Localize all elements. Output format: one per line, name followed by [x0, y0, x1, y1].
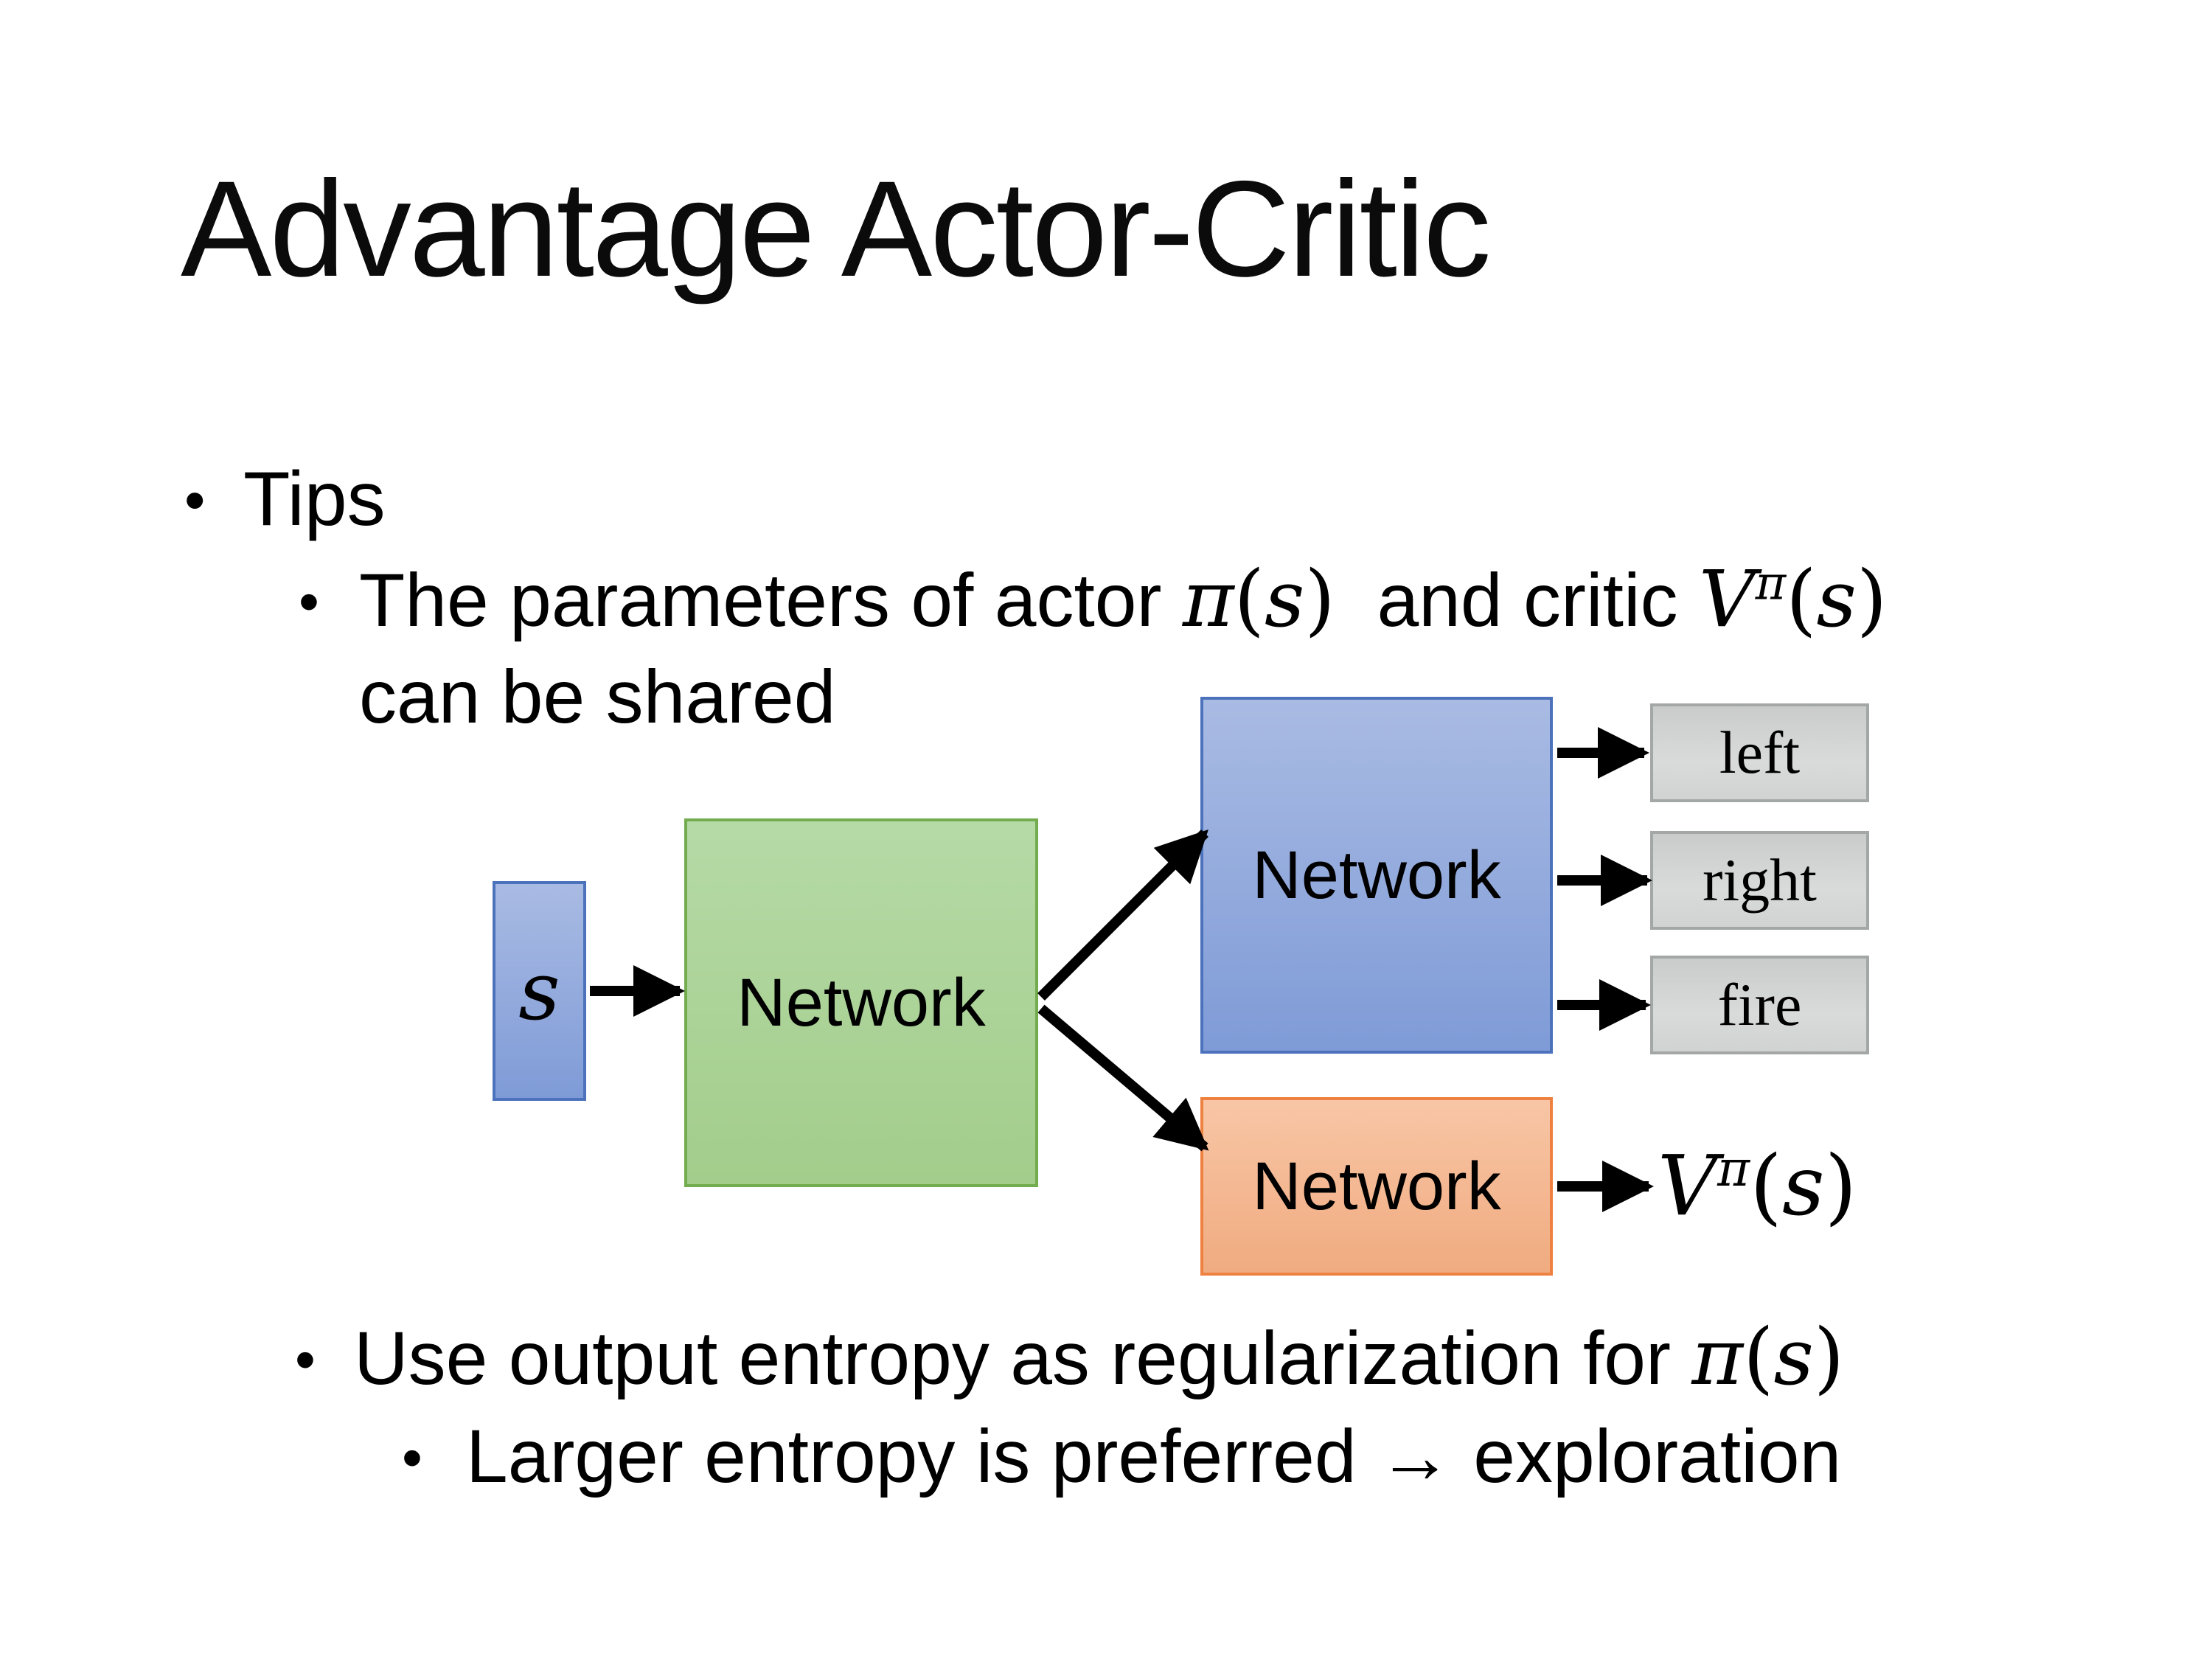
math-pi: π: [1182, 554, 1234, 645]
bullet-tips-text: Tips: [243, 456, 386, 542]
bullet-exploration: • Larger entropy is preferred → explorati…: [402, 1410, 1841, 1504]
math-paren: (: [1743, 1312, 1774, 1403]
math-s: s: [1773, 1312, 1814, 1403]
math-paren: (: [1750, 1138, 1782, 1234]
math-paren: (: [1786, 554, 1817, 645]
math-V: V: [1658, 1138, 1718, 1234]
entropy-text: Use output entropy as regularization for: [354, 1316, 1692, 1400]
actor-network-label: Network: [1252, 837, 1501, 913]
arrow-shared-to-critic: [1037, 1004, 1209, 1152]
slide-title: Advantage Actor-Critic: [181, 153, 1492, 305]
action-box-fire: fire: [1650, 956, 1869, 1054]
math-paren: ): [1304, 554, 1335, 645]
bullet-dot: •: [295, 1326, 316, 1392]
bullet-tips: • Tips: [184, 451, 386, 547]
input-state-box: s: [493, 881, 586, 1101]
bullet-dot: •: [299, 568, 319, 634]
critic-output-value: Vπ(s): [1658, 1137, 1857, 1237]
shared-network-label: Network: [737, 964, 986, 1040]
math-paren: ): [1856, 554, 1888, 645]
math-s: s: [1816, 554, 1857, 645]
bullet-dot: •: [184, 467, 206, 534]
math-V: V: [1698, 554, 1756, 645]
action-box-right: right: [1650, 831, 1869, 930]
critic-network-box: Network: [1200, 1097, 1553, 1276]
math-pi-superscript: π: [1717, 1140, 1750, 1198]
action-label-right: right: [1703, 846, 1817, 914]
bullet-shared-line2: can be shared: [359, 655, 836, 739]
action-label-fire: fire: [1717, 971, 1802, 1038]
actor-network-box: Network: [1200, 697, 1553, 1054]
math-paren: ): [1813, 1312, 1845, 1403]
bullet-dot: •: [402, 1424, 422, 1490]
math-paren: (: [1234, 554, 1265, 645]
math-s: s: [1781, 1138, 1825, 1234]
math-paren: ): [1824, 1138, 1857, 1234]
arrow-shared-to-actor: [1037, 830, 1208, 1001]
bullet-shared-line1: •The parameters of actor π(s) and critic…: [299, 552, 1887, 650]
bullet-entropy: • Use output entropy as regularization fo…: [295, 1310, 1844, 1408]
action-label-left: left: [1719, 719, 1801, 786]
action-box-left: left: [1650, 703, 1869, 802]
shared-network-box: Network: [684, 818, 1038, 1187]
shared-text-1: The parameters of actor: [359, 558, 1183, 642]
critic-network-label: Network: [1252, 1148, 1501, 1224]
math-s: s: [1264, 554, 1305, 645]
math-pi-superscript: π: [1755, 555, 1787, 611]
shared-text-2: and critic: [1335, 558, 1699, 642]
math-pi: π: [1691, 1312, 1744, 1403]
exploration-text: Larger entropy is preferred → exploratio…: [466, 1414, 1842, 1498]
input-state-label: s: [518, 944, 560, 1038]
